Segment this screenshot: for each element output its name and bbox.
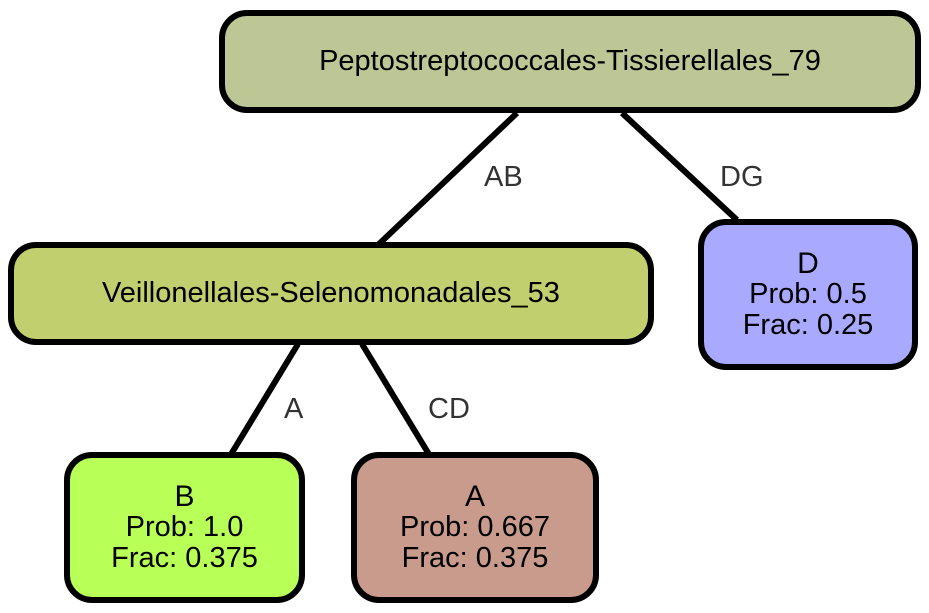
node-prob: Prob: 0.5: [749, 278, 867, 310]
edge-root-d: [619, 110, 740, 223]
node-frac: Frac: 0.375: [401, 542, 549, 574]
node-label: Peptostreptococcales-Tissierellales_79: [319, 45, 821, 77]
node-prob: Prob: 1.0: [125, 511, 244, 543]
node-peptostreptococcales-tissierellales: Peptostreptococcales-Tissierellales_79: [219, 10, 921, 113]
node-title: A: [464, 480, 485, 513]
edge-label-dg: DG: [720, 161, 764, 193]
edge-label-cd: CD: [428, 393, 470, 425]
edge-label-a: A: [284, 393, 304, 425]
node-d: D Prob: 0.5 Frac: 0.25: [698, 219, 918, 370]
node-frac: Frac: 0.25: [742, 309, 874, 341]
node-a: A Prob: 0.667 Frac: 0.375: [351, 452, 599, 603]
node-b: B Prob: 1.0 Frac: 0.375: [64, 452, 305, 603]
edge-root-veil: [376, 110, 520, 247]
edge-veil-a: [359, 342, 433, 458]
node-title: B: [174, 480, 195, 513]
node-title: D: [797, 247, 819, 280]
node-frac: Frac: 0.375: [111, 542, 258, 574]
node-veillonellales-selenomonadales: Veillonellales-Selenomonadales_53: [8, 242, 654, 345]
node-prob: Prob: 0.667: [400, 511, 550, 543]
edge-label-ab: AB: [484, 161, 523, 193]
node-label: Veillonellales-Selenomonadales_53: [102, 277, 560, 309]
edge-veil-b: [227, 342, 301, 458]
